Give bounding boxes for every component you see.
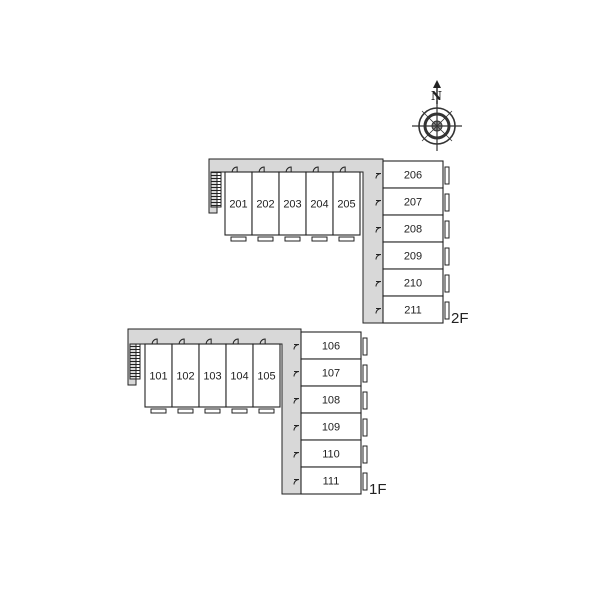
room-number: 203 bbox=[283, 199, 301, 211]
door-icon bbox=[293, 479, 300, 485]
room-number: 209 bbox=[404, 251, 422, 263]
room-number: 104 bbox=[230, 371, 248, 383]
room-102: 102 bbox=[171, 338, 200, 414]
room-204: 204 bbox=[305, 166, 334, 242]
room-205: 205 bbox=[332, 166, 361, 242]
door-icon bbox=[151, 338, 158, 345]
compass: N bbox=[412, 80, 462, 151]
door-icon bbox=[293, 398, 300, 404]
room-number: 110 bbox=[322, 449, 340, 461]
door-icon bbox=[375, 308, 382, 314]
door-icon bbox=[231, 166, 238, 173]
door-icon bbox=[205, 338, 212, 345]
room-201: 201 bbox=[224, 166, 253, 242]
compass-rose-icon bbox=[412, 80, 462, 151]
door-icon bbox=[232, 338, 239, 345]
room-206: 206 bbox=[375, 160, 450, 189]
compass-north-label: N bbox=[431, 89, 442, 103]
room-108: 108 bbox=[293, 385, 368, 414]
room-105: 105 bbox=[252, 338, 281, 414]
north-arrow-icon bbox=[433, 80, 441, 88]
room-number: 205 bbox=[337, 199, 355, 211]
room-208: 208 bbox=[375, 214, 450, 243]
door-icon bbox=[259, 338, 266, 345]
room-107: 107 bbox=[293, 358, 368, 387]
door-icon bbox=[293, 452, 300, 458]
room-number: 210 bbox=[404, 278, 422, 290]
door-icon bbox=[178, 338, 185, 345]
room-211: 211 bbox=[375, 295, 450, 324]
room-number: 207 bbox=[404, 197, 422, 209]
room-103: 103 bbox=[198, 338, 227, 414]
room-number: 208 bbox=[404, 224, 422, 236]
room-number: 204 bbox=[310, 199, 328, 211]
room-number: 202 bbox=[256, 199, 274, 211]
room-202: 202 bbox=[251, 166, 280, 242]
door-icon bbox=[375, 173, 382, 179]
room-number: 109 bbox=[322, 422, 340, 434]
room-110: 110 bbox=[293, 439, 368, 468]
room-number: 106 bbox=[322, 341, 340, 353]
room-number: 201 bbox=[229, 199, 247, 211]
room-210: 210 bbox=[375, 268, 450, 297]
door-icon bbox=[375, 281, 382, 287]
floor-1f: 101 102 103 104 105 106 107 108 109 110 111 1F bbox=[127, 328, 387, 498]
door-icon bbox=[285, 166, 292, 173]
room-number: 108 bbox=[322, 395, 340, 407]
door-icon bbox=[312, 166, 319, 173]
room-207: 207 bbox=[375, 187, 450, 216]
door-icon bbox=[293, 425, 300, 431]
room-111: 111 bbox=[293, 466, 368, 495]
door-icon bbox=[339, 166, 346, 173]
room-number: 102 bbox=[176, 371, 194, 383]
room-number: 105 bbox=[257, 371, 275, 383]
room-number: 211 bbox=[404, 305, 422, 317]
door-icon bbox=[293, 371, 300, 377]
floor-label: 1F bbox=[369, 481, 387, 498]
staircase bbox=[129, 343, 141, 380]
room-209: 209 bbox=[375, 241, 450, 270]
floor-2f: 201 202 203 204 205 206 207 208 209 210 211 2F bbox=[208, 158, 469, 327]
room-number: 111 bbox=[323, 476, 340, 488]
door-icon bbox=[375, 200, 382, 206]
room-101: 101 bbox=[144, 338, 173, 414]
door-icon bbox=[375, 227, 382, 233]
door-icon bbox=[375, 254, 382, 260]
room-106: 106 bbox=[293, 331, 368, 360]
room-104: 104 bbox=[225, 338, 254, 414]
staircase bbox=[210, 171, 222, 208]
door-icon bbox=[293, 344, 300, 350]
room-203: 203 bbox=[278, 166, 307, 242]
room-109: 109 bbox=[293, 412, 368, 441]
room-number: 107 bbox=[322, 368, 340, 380]
room-number: 206 bbox=[404, 170, 422, 182]
floor-label: 2F bbox=[451, 310, 469, 327]
room-number: 101 bbox=[149, 371, 167, 383]
door-icon bbox=[258, 166, 265, 173]
room-number: 103 bbox=[203, 371, 221, 383]
